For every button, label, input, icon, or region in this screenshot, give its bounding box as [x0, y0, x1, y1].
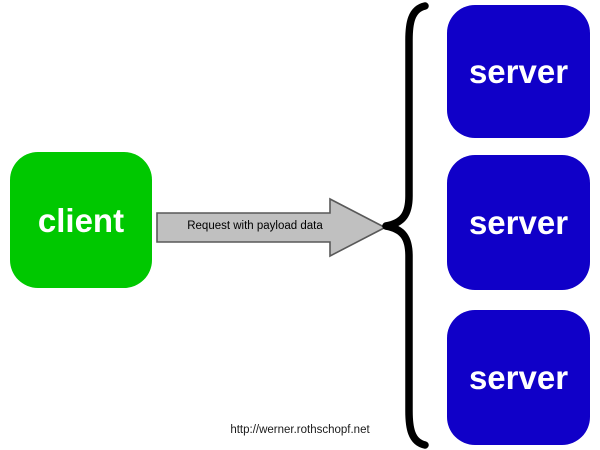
request-arrow: Request with payload data [152, 186, 392, 270]
server-node-3[interactable]: server [447, 310, 590, 445]
request-arrow-label: Request with payload data [187, 220, 323, 232]
client-node[interactable]: client [10, 152, 152, 288]
client-node-label: client [37, 201, 125, 239]
server-node-3-label: server [468, 359, 569, 396]
server-node-1-label: server [468, 53, 569, 90]
left-curly-brace-icon [382, 2, 429, 449]
block-arrow-right-icon [156, 197, 387, 258]
server-node-2[interactable]: server [447, 155, 590, 290]
source-url-text: http://werner.rothschopf.net [230, 424, 370, 436]
server-node-2-label: server [468, 204, 569, 241]
server-group-brace [378, 0, 432, 450]
server-node-1[interactable]: server [447, 5, 590, 138]
